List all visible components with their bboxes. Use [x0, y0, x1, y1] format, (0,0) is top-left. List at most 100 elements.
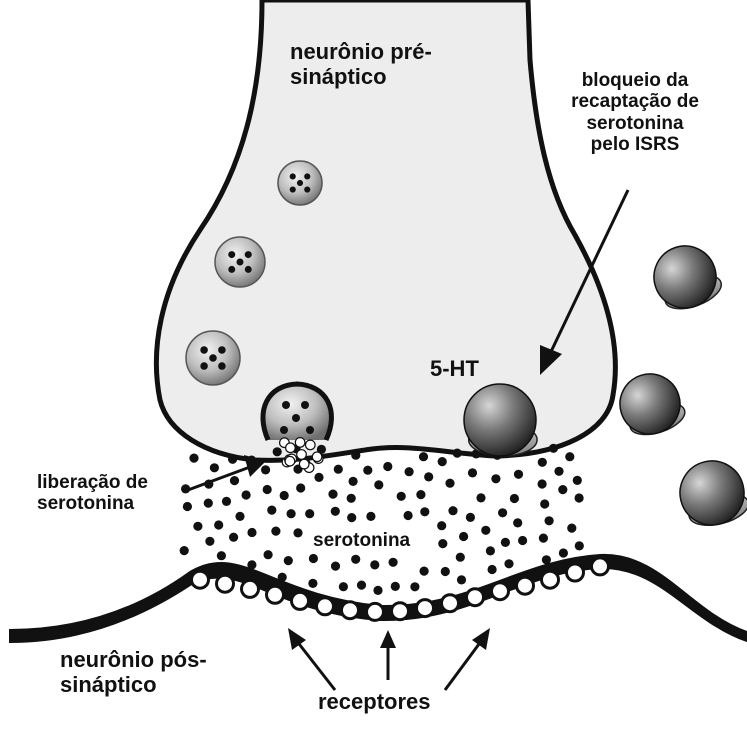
fusing-vesicle-content — [280, 426, 288, 434]
serotonin-molecule — [438, 539, 447, 548]
serotonin-molecule — [397, 492, 406, 501]
serotonin-molecule — [242, 490, 251, 499]
transporter — [673, 454, 747, 532]
serotonin-molecule — [230, 476, 239, 485]
receptors-label: receptores — [318, 690, 431, 715]
serotonin-molecule — [263, 485, 272, 494]
receptor — [517, 577, 534, 594]
serotonin-label: serotonina — [311, 530, 412, 551]
serotonin-molecule — [575, 541, 584, 550]
receptor — [592, 558, 609, 575]
postsynaptic-membrane — [10, 555, 747, 642]
serotonin-molecule — [193, 522, 202, 531]
serotonin-molecule — [404, 511, 413, 520]
serotonin-molecule — [205, 537, 214, 546]
vesicle — [186, 331, 240, 385]
serotonin-molecule — [308, 579, 317, 588]
serotonin-molecule — [441, 567, 450, 576]
reuptake-block-line3: serotonina — [530, 113, 740, 134]
serotonin-molecule — [466, 513, 475, 522]
release-label: liberação de serotonina — [37, 472, 197, 515]
serotonin-molecule — [457, 575, 466, 584]
serotonin-molecule — [491, 474, 500, 483]
serotonin-molecule — [351, 451, 360, 460]
serotonin-molecule — [189, 454, 198, 463]
serotonin-molecule — [280, 491, 289, 500]
receptor — [317, 598, 334, 615]
serotonin-molecule — [296, 483, 305, 492]
reuptake-block-line2: recaptação de — [530, 91, 740, 112]
serotonin-molecule — [498, 508, 507, 517]
serotonin-molecule — [445, 479, 454, 488]
serotonin-molecule — [284, 556, 293, 565]
serotonin-molecule — [420, 507, 429, 516]
fusing-vesicle-content — [301, 401, 309, 409]
serotonin-molecule — [456, 553, 465, 562]
serotonin-molecule — [374, 480, 383, 489]
serotonin-molecule — [405, 467, 414, 476]
serotonin-molecule — [222, 497, 231, 506]
serotonin-molecule — [287, 509, 296, 518]
reuptake-block-line4: pelo ISRS — [530, 134, 740, 155]
serotonin-molecule — [247, 560, 256, 569]
serotonin-molecule — [540, 499, 549, 508]
serotonin-molecule — [204, 480, 213, 489]
receptor — [392, 603, 409, 620]
serotonin-molecule — [567, 524, 576, 533]
serotonin-molecule — [459, 532, 468, 541]
fusing-vesicle — [263, 384, 332, 440]
serotonin-molecule — [309, 554, 318, 563]
serotonin-molecule — [391, 582, 400, 591]
serotonin-molecule — [305, 509, 314, 518]
vesicle — [278, 161, 322, 205]
release-label-line1: liberação de — [37, 472, 197, 493]
serotonin-molecule — [575, 493, 584, 502]
serotonin-molecule — [293, 528, 302, 537]
serotonin-molecule — [565, 452, 574, 461]
fusing-vesicle-content — [282, 401, 290, 409]
receptor — [267, 586, 284, 603]
serotonin-molecule — [438, 457, 447, 466]
serotonin-molecule — [217, 551, 226, 560]
serotonin-molecule — [468, 468, 477, 477]
serotonin-molecule — [349, 477, 358, 486]
ht-label: 5-HT — [430, 357, 479, 382]
postsynaptic-label: neurônio pós- sináptico — [60, 648, 280, 697]
serotonin-molecule — [554, 467, 563, 476]
serotonin-molecule — [180, 546, 189, 555]
serotonin-molecule — [285, 456, 295, 466]
serotonin-molecule — [210, 463, 219, 472]
serotonin-molecule — [331, 507, 340, 516]
serotonin-molecule — [286, 443, 296, 453]
serotonin-molecule — [366, 512, 375, 521]
serotonin-molecule — [558, 485, 567, 494]
serotonin-molecule — [314, 473, 323, 482]
receptor — [367, 603, 384, 620]
receptor — [342, 602, 359, 619]
serotonin-molecule — [331, 562, 340, 571]
serotonin-molecule — [334, 465, 343, 474]
serotonin-molecule — [229, 533, 238, 542]
serotonin-molecule — [370, 560, 379, 569]
serotonin-molecule — [204, 499, 213, 508]
transporter — [612, 366, 688, 442]
serotonin-molecule — [278, 573, 287, 582]
serotonin-molecule — [299, 459, 309, 469]
fusing-vesicle-content — [292, 414, 300, 422]
serotonin-molecule — [448, 506, 457, 515]
postsynaptic-label-line2: sináptico — [60, 673, 280, 698]
presynaptic-label: neurônio pré- sináptico — [290, 40, 490, 89]
serotonin-molecule — [363, 466, 372, 475]
serotonin-molecule — [297, 450, 307, 460]
serotonin-molecule — [453, 449, 462, 458]
serotonin-molecule — [539, 534, 548, 543]
serotonin-molecule — [501, 538, 510, 547]
receptor — [292, 592, 309, 609]
serotonin-molecule — [573, 476, 582, 485]
serotonin-molecule — [357, 581, 366, 590]
serotonin-molecule — [383, 462, 392, 471]
serotonin-molecule — [486, 546, 495, 555]
serotonin-molecule — [481, 526, 490, 535]
receptor — [192, 571, 209, 588]
serotonin-molecule — [267, 506, 276, 515]
